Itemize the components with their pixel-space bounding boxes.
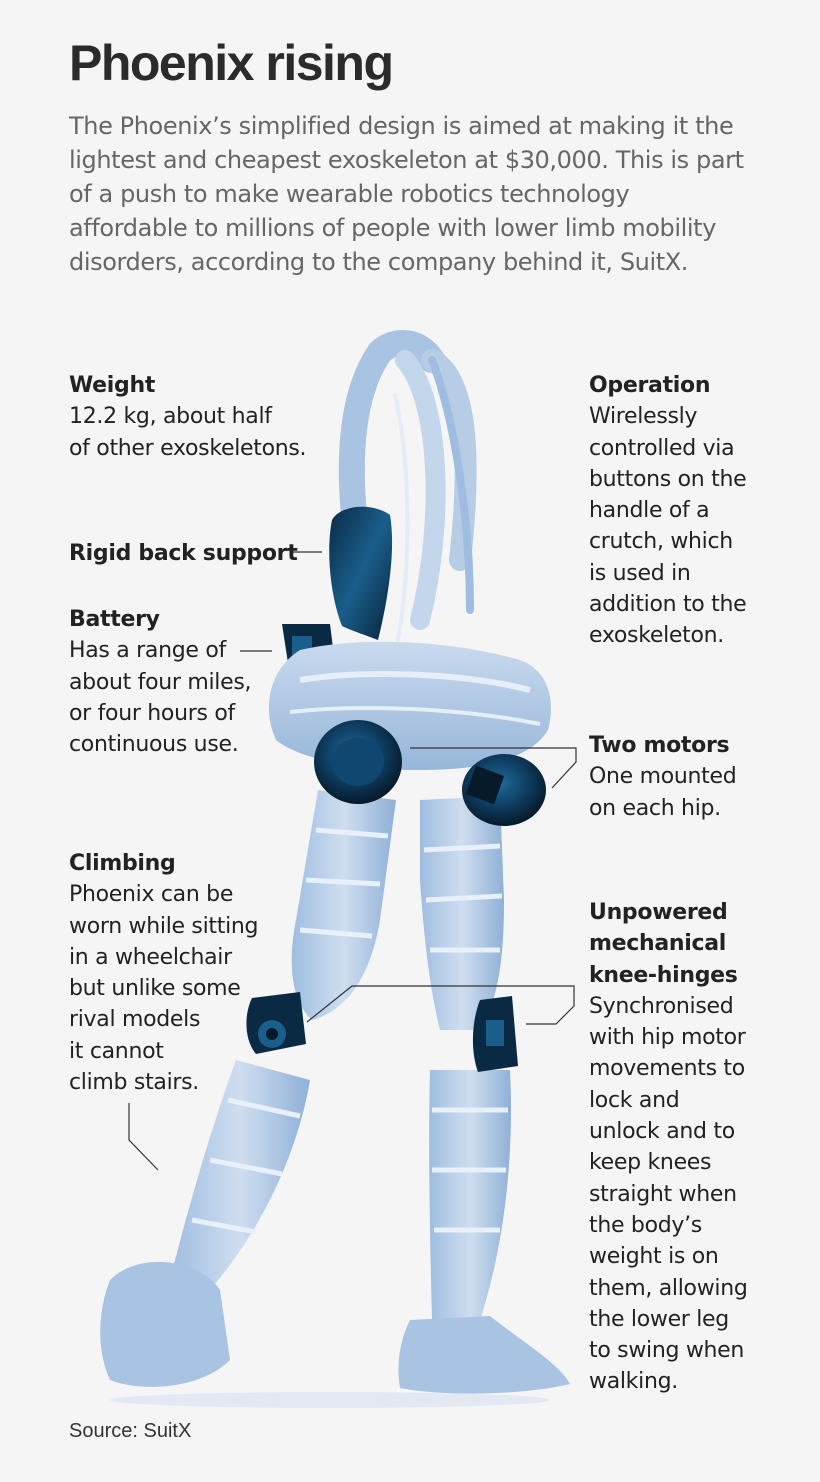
annotation-climbing: Climbing Phoenix can be worn while sitti… [69,848,258,1098]
rear-thigh [291,790,396,1020]
annotation-body: One mounted on each hip. [589,764,737,821]
annotation-motors: Two motors One mounted on each hip. [589,730,737,824]
annotation-heading: Battery [69,607,160,632]
annotation-heading: Weight [69,373,156,398]
annotation-body: 12.2 kg, about half of other exoskeleton… [69,404,307,461]
front-shin [429,1070,511,1320]
right-hip-motor [462,754,546,826]
front-thigh [420,796,504,1030]
annotation-body: Has a range of about four miles, or four… [69,638,252,758]
front-foot [398,1316,570,1394]
annotation-heading: Rigid back support [69,541,298,566]
floor-shadow [110,1392,550,1408]
leader-lines [128,551,577,1171]
rear-foot [100,1261,230,1387]
front-knee-hinge [472,996,518,1072]
back-support-pad [329,506,393,640]
intro-paragraph: The Phoenix’s simplified design is aimed… [69,112,744,276]
annotation-heading: Climbing [69,851,176,876]
annotation-heading: Two motors [589,733,730,758]
source-credit: Source: SuitX [69,1420,192,1442]
leader-rear-knee [306,985,518,1023]
shoulder-frame [338,330,477,642]
annotation-knee-hinges: Unpowered mechanical knee-hinges Synchro… [589,897,748,1398]
annotation-body: Synchronised with hip motor movements to… [589,993,748,1395]
leader-motors [410,747,577,789]
leader-climbing [128,1103,159,1171]
annotation-back-support: Rigid back support [69,538,298,569]
annotation-body: Phoenix can be worn while sitting in a w… [69,882,259,1096]
annotation-heading: Unpowered mechanical knee-hinges [589,900,738,988]
rear-knee-hinge [246,992,306,1054]
leader-front-knee [518,985,575,1025]
annotation-body: Wirelessly controlled via buttons on the… [589,404,747,649]
hip-belt [268,641,551,770]
page-title: Phoenix rising [69,35,394,91]
annotation-operation: Operation Wirelessly controlled via butt… [589,370,747,652]
annotation-weight: Weight 12.2 kg, about half of other exos… [69,370,307,464]
left-hip-motor [314,720,402,804]
rear-shin [170,1060,310,1290]
annotation-heading: Operation [589,373,711,398]
annotation-battery: Battery Has a range of about four miles,… [69,604,252,760]
